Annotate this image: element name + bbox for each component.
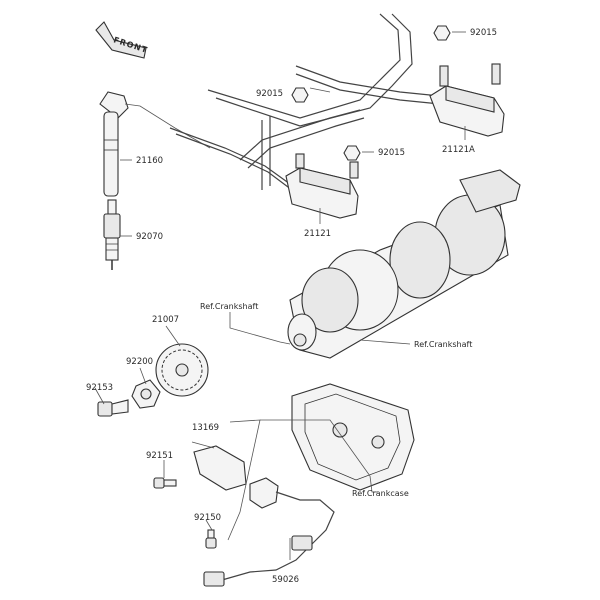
bolt-92150[interactable]: [205, 529, 217, 549]
crank-sensor[interactable]: [203, 477, 335, 587]
ignition-coil-21121[interactable]: [285, 153, 359, 219]
label-13169: 13169: [192, 423, 219, 433]
label-92015-a: 92015: [256, 89, 283, 99]
crankcase: [291, 383, 415, 491]
nut-92015-a[interactable]: [291, 87, 309, 103]
washer-92200[interactable]: [131, 379, 161, 409]
label-21121a: 21121A: [442, 145, 475, 155]
label-92200: 92200: [126, 357, 153, 367]
label-92151: 92151: [146, 451, 173, 461]
crankshaft: [287, 169, 521, 359]
label-21007: 21007: [152, 315, 179, 325]
label-21160: 21160: [136, 156, 163, 166]
nut-92015-b[interactable]: [343, 145, 361, 161]
ref-crankshaft-1: Ref.Crankshaft: [200, 302, 258, 311]
label-92153: 92153: [86, 383, 113, 393]
ignition-wires: [169, 13, 441, 191]
spark-plug-cap[interactable]: [99, 91, 129, 197]
nut-92015-c[interactable]: [433, 25, 451, 41]
ref-crankcase: Ref.Crankcase: [352, 489, 409, 498]
label-92150: 92150: [194, 513, 221, 523]
ref-crankshaft-2: Ref.Crankshaft: [414, 340, 472, 349]
label-59026: 59026: [272, 575, 299, 585]
bolt-92151[interactable]: [153, 477, 177, 489]
bolt-92153[interactable]: [97, 399, 129, 417]
label-92015-b: 92015: [378, 148, 405, 158]
label-92015-c: 92015: [470, 28, 497, 38]
spark-plug[interactable]: [103, 199, 121, 270]
front-arrow-icon: FRONT: [95, 21, 149, 59]
bracket-13169[interactable]: [193, 445, 247, 491]
label-21121: 21121: [304, 229, 331, 239]
label-92070: 92070: [136, 232, 163, 242]
ignition-coil-21121a[interactable]: [429, 63, 505, 137]
timing-rotor[interactable]: [155, 343, 209, 397]
